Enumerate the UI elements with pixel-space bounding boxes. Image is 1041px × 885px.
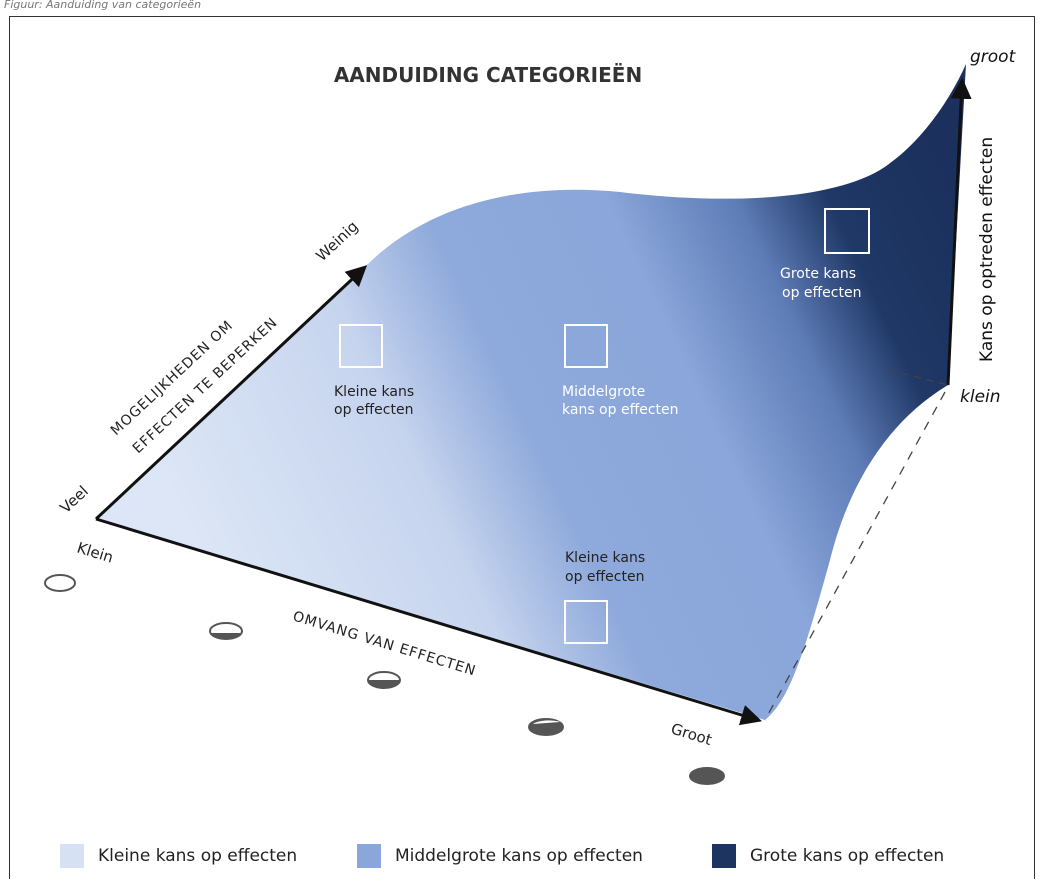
legend-label-large: Grote kans op effecten — [750, 846, 945, 866]
legend-swatch-large — [712, 844, 736, 868]
magnitude-indicator-full-icon — [689, 767, 725, 785]
magnitude-indicator-three-quarter-icon — [528, 718, 564, 736]
figure-caption: Figuur: Aanduiding van categorieën — [4, 0, 202, 11]
probability-axis-label: Kans op optreden effecten — [977, 137, 997, 362]
region-medium-label-line1: Middelgrote — [562, 384, 645, 400]
legend-item-small: Kleine kans op effecten — [60, 844, 297, 868]
region-small-top-label-line2: op effecten — [334, 402, 413, 418]
mitigation-end-label: Weinig — [312, 217, 361, 265]
legend-swatch-small — [60, 844, 84, 868]
diagram-title: AANDUIDING CATEGORIEËN — [334, 63, 642, 87]
region-medium-square — [564, 324, 608, 368]
size-axis-arrow — [95, 517, 763, 726]
mitigation-axis-arrow — [94, 265, 368, 521]
legend-label-small: Kleine kans op effecten — [98, 846, 298, 866]
region-large-label-line2: op effecten — [782, 285, 861, 301]
magnitude-indicator-half-icon — [367, 671, 401, 689]
region-small-bottom-square — [564, 600, 608, 644]
magnitude-indicator-empty-icon — [44, 574, 76, 592]
probability-axis-arrow — [946, 77, 972, 386]
legend-label-medium: Middelgrote kans op effecten — [395, 846, 643, 866]
probability-bottom-label: klein — [960, 387, 1001, 407]
diagram-frame — [9, 16, 1035, 879]
region-small-top-label-line1: Kleine kans — [334, 384, 414, 400]
region-small-bottom-label-line2: op effecten — [565, 569, 644, 585]
legend-item-medium: Middelgrote kans op effecten — [357, 844, 643, 868]
probability-top-label: groot — [970, 47, 1017, 67]
region-small-top-square — [339, 324, 383, 368]
dashed-guide-horizontal — [888, 369, 949, 386]
mitigation-start-label: Veel — [56, 482, 91, 517]
region-small-bottom-label-line1: Kleine kans — [565, 550, 645, 566]
size-end-label: Groot — [669, 720, 714, 749]
region-large-label-line1: Grote kans — [780, 266, 856, 282]
legend: Kleine kans op effecten Middelgrote kans… — [0, 838, 1041, 878]
legend-swatch-medium — [357, 844, 381, 868]
magnitude-indicator-quarter-icon — [209, 622, 243, 640]
region-large-square — [824, 208, 870, 254]
legend-item-large: Grote kans op effecten — [712, 844, 944, 868]
dashed-guide-diagonal — [764, 391, 946, 721]
region-medium-label-line2: kans op effecten — [562, 402, 679, 418]
size-start-label: Klein — [75, 539, 116, 567]
category-surface — [96, 64, 966, 720]
